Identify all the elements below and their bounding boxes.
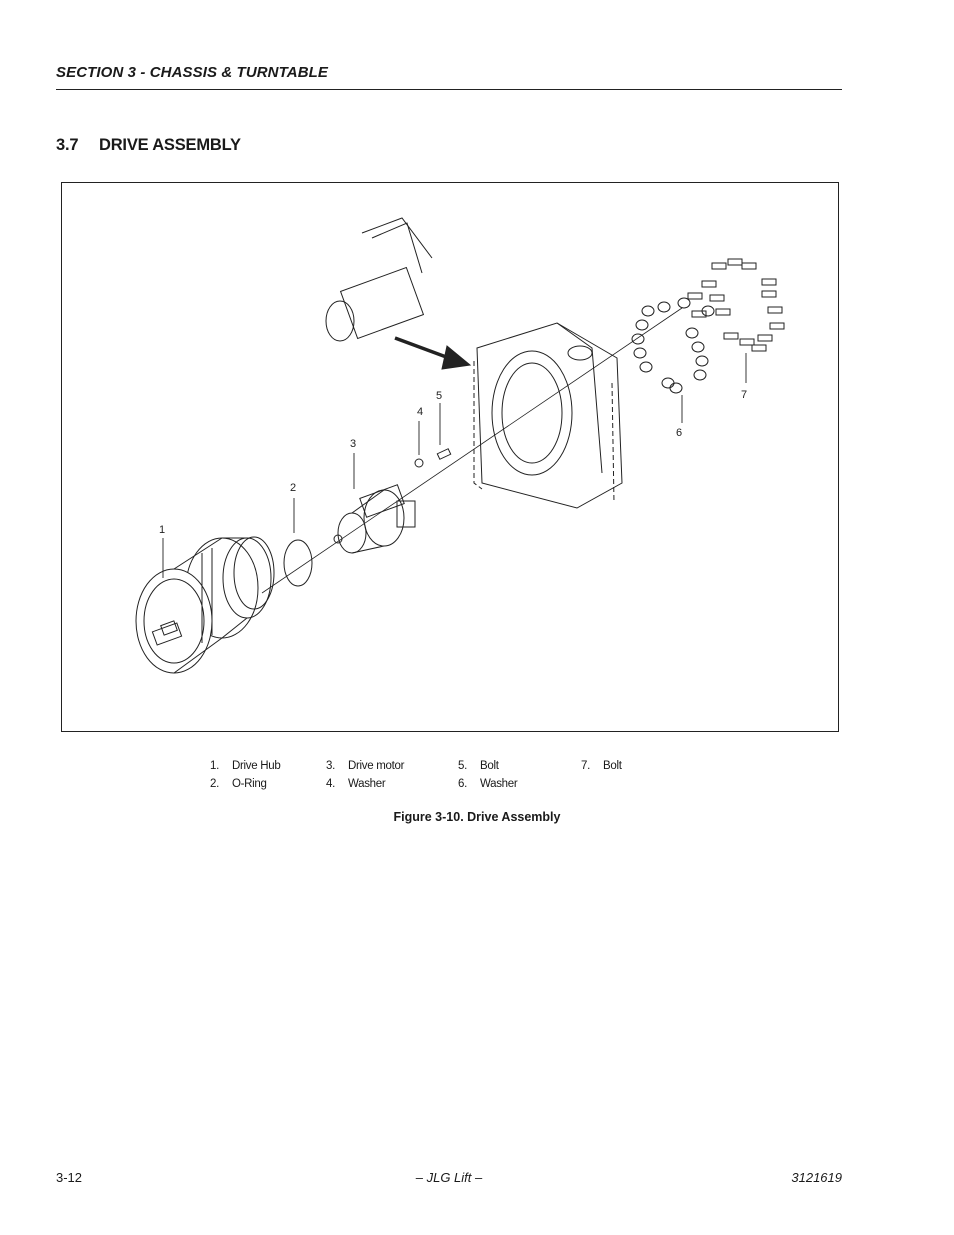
callout-6: 6 — [676, 427, 682, 439]
drive-assembly-illustration: 1 2 3 4 5 6 7 — [135, 217, 785, 674]
installation-arrow — [394, 336, 472, 370]
section-title: 3.7 DRIVE ASSEMBLY — [56, 136, 241, 155]
legend-item: 2.O-Ring — [210, 778, 267, 790]
leader-lines — [162, 353, 747, 578]
footer-center: – JLG Lift – — [415, 1170, 483, 1185]
section-heading: DRIVE ASSEMBLY — [99, 136, 241, 154]
legend-item: 5.Bolt — [458, 760, 499, 772]
callout-4: 4 — [417, 406, 423, 418]
legend-item: 6.Washer — [458, 778, 518, 790]
drive-hub-drawing — [135, 536, 275, 674]
legend-item: 3.Drive motor — [326, 760, 405, 772]
bearing-block-drawing — [473, 322, 623, 509]
header-rule — [56, 89, 842, 90]
section-number: 3.7 — [56, 136, 79, 154]
bolt-cluster-drawing — [687, 258, 785, 352]
drive-motor-drawing — [333, 484, 416, 554]
o-ring-drawing — [283, 539, 313, 587]
motor-upper-drawing — [325, 217, 433, 342]
legend-item: 4.Washer — [326, 778, 386, 790]
legend-item: 1.Drive Hub — [210, 760, 281, 772]
callout-3: 3 — [350, 438, 356, 450]
document-number: 3121619 — [791, 1170, 842, 1185]
washer-ring-drawing — [631, 297, 715, 394]
figure-caption: Figure 3-10. Drive Assembly — [393, 810, 561, 824]
callout-2: 2 — [290, 482, 296, 494]
legend-item: 7.Bolt — [581, 760, 622, 772]
section-header: SECTION 3 - CHASSIS & TURNTABLE — [56, 64, 329, 81]
callout-7: 7 — [741, 389, 747, 401]
bolt-drawing — [436, 448, 452, 460]
callout-5: 5 — [436, 390, 442, 402]
page-number: 3-12 — [56, 1170, 83, 1185]
washer-drawing — [414, 458, 424, 468]
callout-1: 1 — [159, 524, 165, 536]
figure-drive-assembly: 1 2 3 4 5 6 7 — [61, 182, 839, 732]
